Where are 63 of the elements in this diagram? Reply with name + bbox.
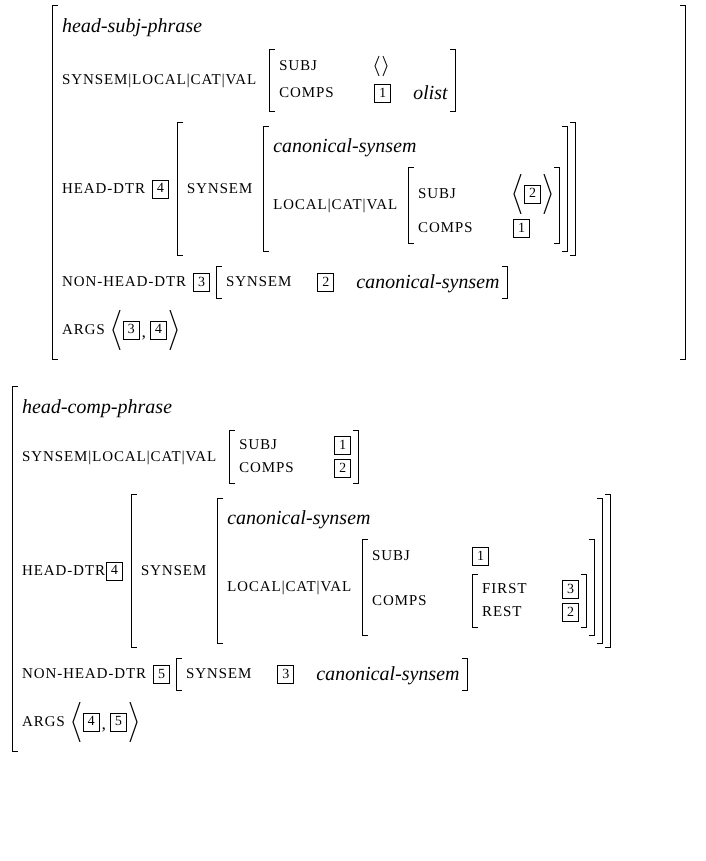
attribute-value-matrix (52, 5, 686, 360)
coindex-tag: 5 (152, 665, 170, 684)
coindex-tag: 2 (317, 273, 334, 292)
coindex-tag: 2 (334, 459, 352, 478)
type-label: canonical-synsem (273, 134, 416, 159)
attribute-value-matrix (216, 266, 508, 299)
coindex-tag: 4 (150, 320, 167, 340)
attribute-value-matrix (263, 126, 568, 252)
coindex-tag: 3 (277, 665, 294, 684)
attribute-value-matrix (408, 167, 560, 244)
feature-label: NON-HEAD-DTR (62, 273, 187, 292)
feature-label: COMPS (279, 84, 336, 103)
feature-label: COMPS (418, 219, 474, 238)
feature-label: COMPS (372, 592, 428, 610)
feature-label: SYNSEM (186, 180, 254, 198)
feature-label: SUBJ (418, 184, 458, 204)
type-label: canonical-synsem (316, 662, 460, 687)
coindex-tag: 1 (374, 84, 392, 103)
feature-label: COMPS (239, 459, 296, 478)
coindex-tag: 4 (152, 180, 169, 198)
coindex-tag: 1 (472, 547, 490, 566)
feature-label: SYNSEM (186, 665, 252, 684)
feature-label: ARGS (22, 712, 66, 732)
coindex-tag: 1 (334, 436, 352, 455)
coindex-tag: 2 (524, 184, 542, 204)
feature-label: ARGS (62, 320, 106, 340)
feature-label: SYNSEM (226, 273, 292, 292)
attribute-value-matrix (229, 430, 360, 484)
feature-label: FIRST (482, 580, 528, 599)
attribute-value-matrix (176, 122, 576, 256)
attribute-value-matrix (362, 539, 596, 636)
type-label: canonical-synsem (227, 506, 370, 531)
feature-label: SUBJ (372, 547, 412, 566)
feature-label: SYNSEM|LOCAL|CAT|VAL (22, 448, 218, 466)
type-label: canonical-synsem (356, 270, 500, 295)
feature-label: SYNSEM (140, 562, 208, 580)
feature-label: SUBJ (239, 436, 279, 455)
feature-label: SYNSEM|LOCAL|CAT|VAL (62, 71, 258, 90)
type-label: head-comp-phrase (22, 395, 172, 420)
feature-label: NON-HEAD-DTR (22, 665, 147, 684)
coindex-tag: 3 (192, 273, 210, 292)
attribute-value-matrix (130, 494, 612, 648)
attribute-value-matrix (472, 574, 588, 628)
list-comma: , (142, 323, 146, 340)
coindex-tag: 3 (562, 580, 580, 599)
coindex-tag: 1 (513, 219, 530, 238)
coindex-tag: 4 (82, 712, 100, 732)
coindex-tag: 3 (122, 320, 140, 340)
type-label: olist (413, 81, 448, 106)
feature-label: HEAD-DTR (62, 180, 146, 198)
coindex-tag: 5 (110, 712, 127, 732)
attribute-value-matrix (269, 49, 456, 112)
attribute-value-matrix (217, 498, 604, 644)
feature-label: LOCAL|CAT|VAL (273, 196, 398, 215)
feature-label: HEAD-DTR (22, 562, 106, 580)
type-label: head-subj-phrase (62, 14, 202, 39)
attribute-value-matrix (176, 658, 468, 691)
list-comma: , (102, 715, 106, 732)
feature-label: REST (482, 603, 524, 622)
feature-label: LOCAL|CAT|VAL (227, 578, 352, 597)
coindex-tag: 2 (562, 603, 580, 622)
feature-label: SUBJ (279, 56, 319, 76)
coindex-tag: 4 (106, 562, 123, 580)
